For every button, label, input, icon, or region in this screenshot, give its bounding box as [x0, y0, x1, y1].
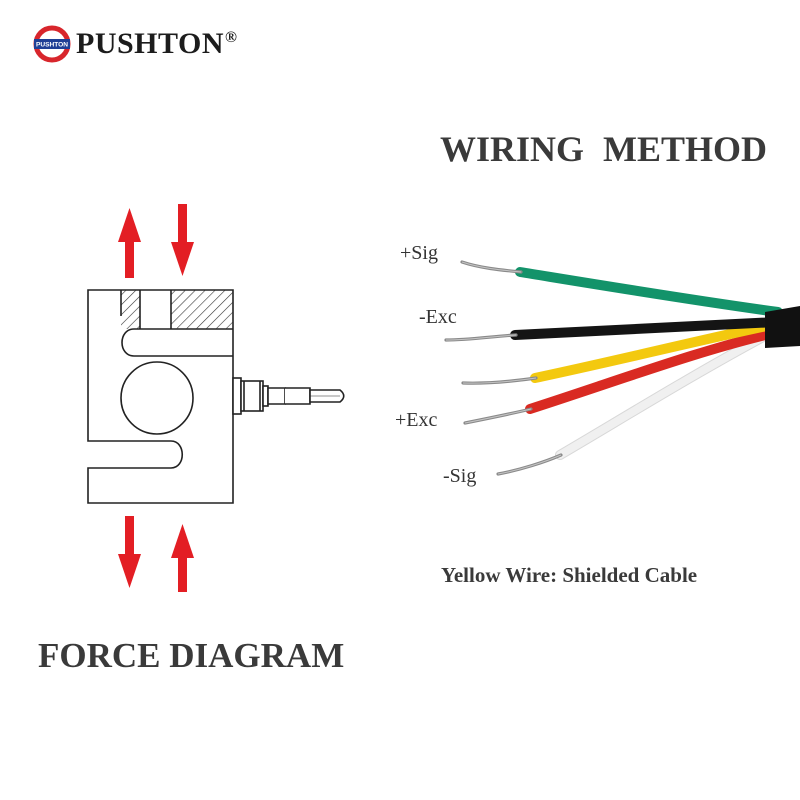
wire-label-minus-exc: -Exc: [419, 306, 457, 328]
shielded-cable-note: Yellow Wire: Shielded Cable: [441, 563, 698, 587]
s-type-load-cell: [87, 289, 345, 504]
wiring-method-title: WIRING METHOD: [440, 129, 768, 169]
brand-header: PUSHTON PUSHTON®: [33, 25, 237, 63]
wire-shield: [530, 319, 781, 383]
arrow-up-icon: [118, 208, 141, 278]
force-diagram-title: FORCE DIAGRAM: [38, 636, 345, 675]
wire-label-minus-sig: -Sig: [443, 465, 477, 487]
pushton-logo-icon: PUSHTON: [33, 25, 71, 63]
wire-plus-sig: [515, 267, 783, 317]
main-cable: [765, 306, 800, 348]
brand-name: PUSHTON®: [76, 27, 238, 60]
stripped-conductors: [444, 260, 563, 476]
arrow-down-icon: [171, 204, 194, 276]
wire-bundle: [510, 267, 800, 460]
registered-mark: ®: [224, 29, 238, 46]
arrow-up-icon: [171, 524, 194, 592]
wire-label-plus-exc: +Exc: [395, 409, 438, 431]
wire-plus-exc: [525, 327, 783, 414]
svg-text:PUSHTON: PUSHTON: [36, 42, 68, 49]
arrow-down-icon: [118, 516, 141, 588]
force-arrows-bottom: [118, 516, 194, 592]
wire-minus-exc: [510, 317, 781, 340]
force-arrows-top: [118, 204, 194, 278]
center-hole: [120, 361, 194, 435]
wire-label-plus-sig: +Sig: [400, 242, 438, 264]
